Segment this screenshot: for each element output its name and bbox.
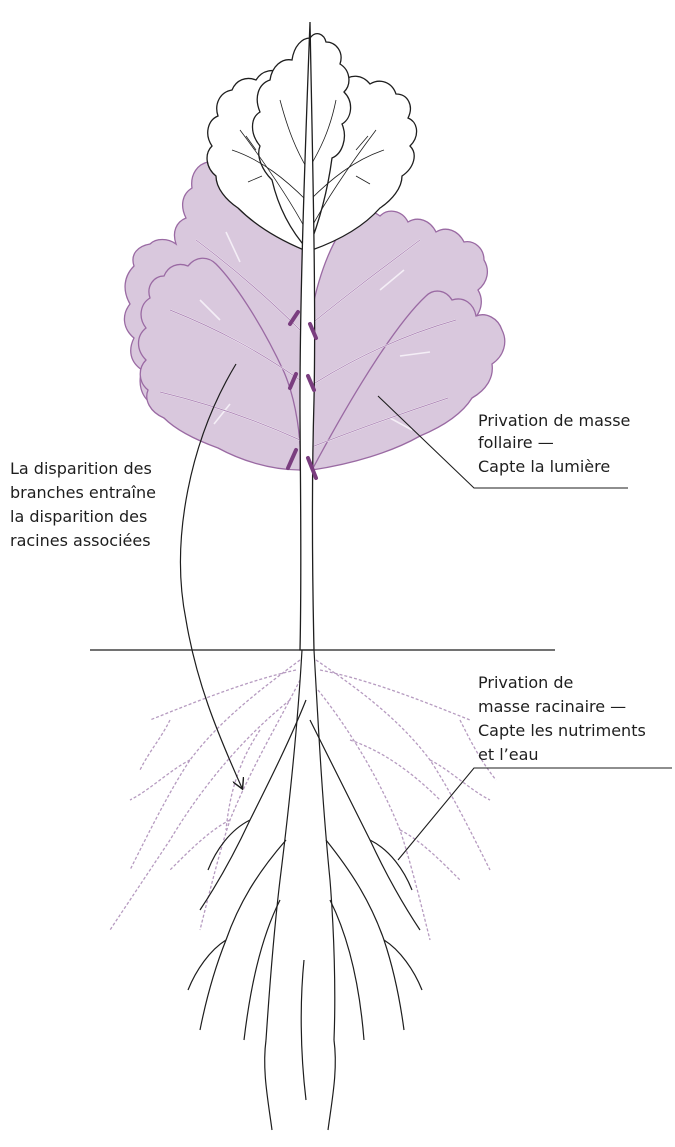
branch-label-line-3: la disparition des [10,507,147,526]
branch-label-line-1: La disparition des [10,459,152,478]
remaining-roots [188,650,422,1130]
root-label-line-2: masse racinaire — [478,697,626,716]
root-label-line-3: Capte les nutriments [478,721,646,740]
lost-roots [110,660,496,940]
branch-label-line-4: racines associées [10,531,151,550]
root-label: Privation de masse racinaire — Capte les… [478,673,646,764]
leaf-label-line-2: follaire — [478,433,554,452]
root-label-line-1: Privation de [478,673,573,692]
branch-label: La disparition des branches entraîne la … [10,459,156,550]
root-label-line-4: et l’eau [478,745,539,764]
leaf-label-line-1: Privation de masse [478,411,630,430]
root-leader-line [398,768,672,860]
leaf-label-line-3: Capte la lumière [478,457,610,476]
branch-label-line-2: branches entraîne [10,483,156,502]
leaf-label: Privation de masse follaire — Capte la l… [478,411,630,476]
